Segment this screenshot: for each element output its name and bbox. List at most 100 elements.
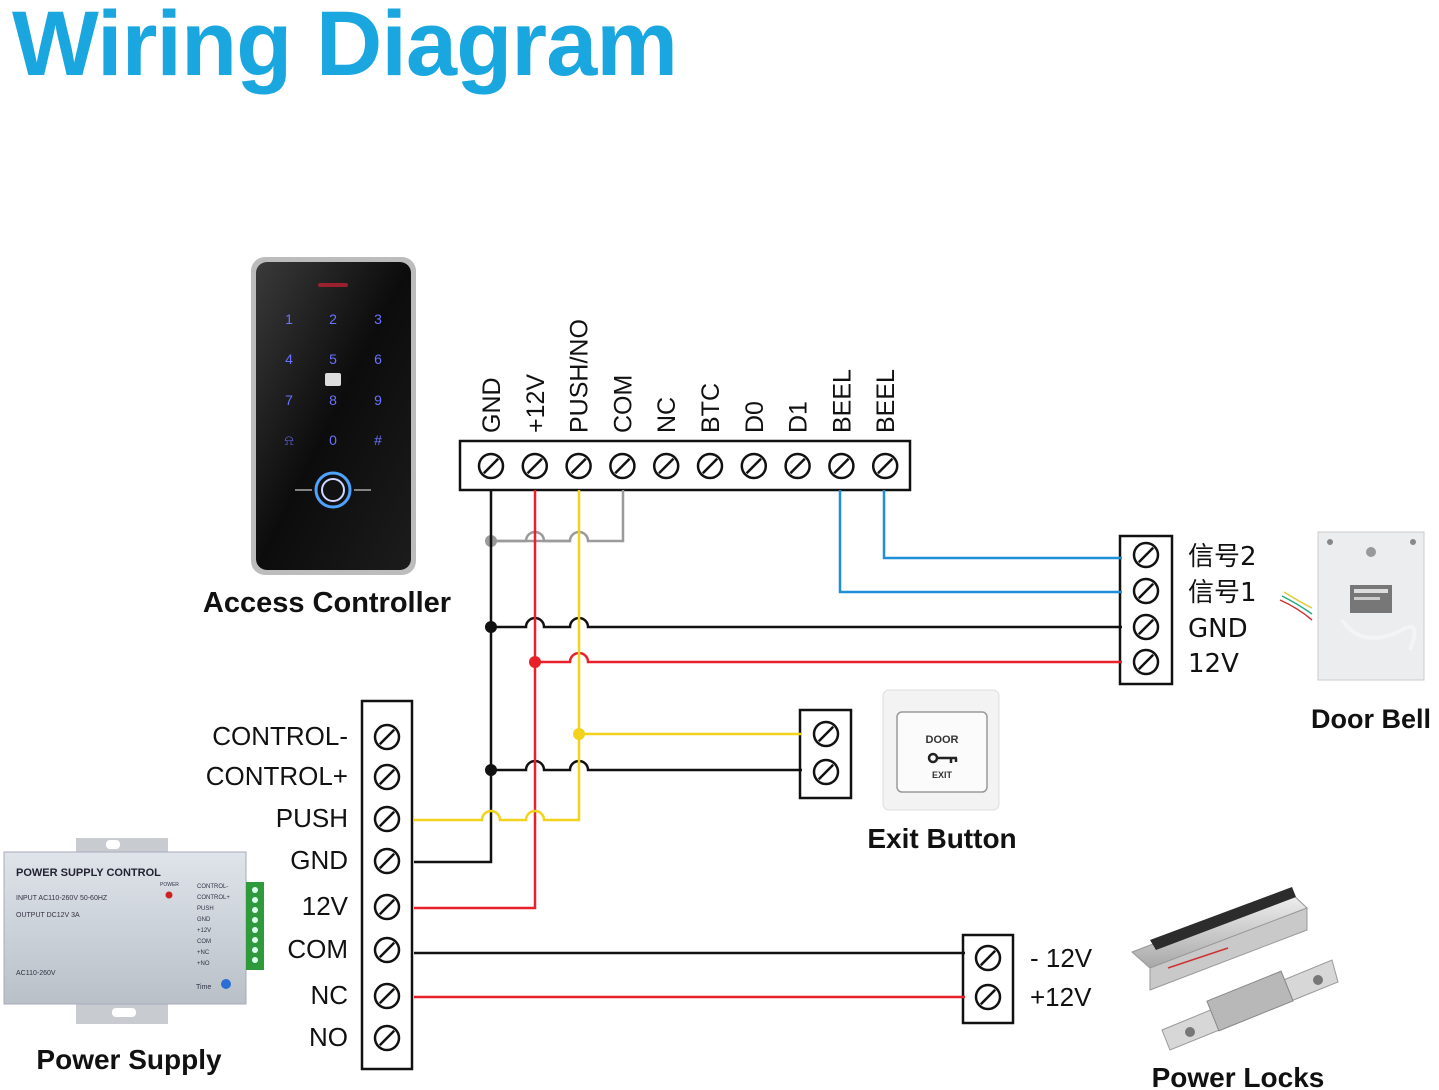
controller-terminal-screw [521,452,549,480]
junction-dot [529,656,541,668]
power-supply-terminal-screw [373,893,401,921]
svg-text:+NC: +NC [197,950,210,956]
power-supply-label: Power Supply [36,1044,222,1075]
keypad-face [256,262,411,570]
power-locks: - 12V+12V Power Locks [961,887,1339,1090]
svg-text:INPUT AC110-260V 50-60HZ: INPUT AC110-260V 50-60HZ [16,895,108,902]
doorbell-terminal-label: 信号2 [1188,542,1257,572]
doorbell-terminal-screw [1132,577,1160,605]
power-supply-terminal-screw [373,982,401,1010]
time-knob-icon [221,979,231,989]
wire-black-gnd [414,490,493,864]
svg-text:Time: Time [196,984,211,991]
exit-button-terminal-screw [812,758,840,786]
exit-button-label: Exit Button [867,823,1016,854]
wire-red-bell-12v [535,651,1122,664]
keypad-key: 9 [374,392,382,408]
power-supply-terminal-screw [373,805,401,833]
power-led-icon [165,891,173,899]
junction-dot [485,764,497,776]
controller-terminal-label: D1 [785,401,813,433]
svg-text:DOOR: DOOR [926,734,959,746]
magnetic-lock-icon [1131,887,1308,991]
svg-text:PUSH: PUSH [197,906,214,912]
keypad-key: 7 [285,392,293,408]
exit-button: DOOR EXIT Exit Button [798,689,1017,854]
controller-terminal-label: BEEL [828,369,856,433]
power-supply-terminal-label: NO [309,1022,348,1052]
power-locks-label: Power Locks [1152,1062,1325,1090]
controller-terminal-screw [784,452,811,480]
exit-button-terminal-screw [812,720,840,748]
fingerprint-sensor-icon [314,471,352,509]
controller-terminal-label: BTC [697,383,725,433]
controller-terminal-label: PUSH/NO [566,319,594,433]
keypad-key: 6 [374,351,382,367]
svg-text:CONTROL-: CONTROL- [197,884,228,890]
wire-black-bell-gnd [491,616,1122,629]
junction-dot [573,728,585,740]
controller-terminal-screw [652,452,680,480]
svg-text:GND: GND [197,917,211,923]
power-supply-terminal-screw [373,936,401,964]
svg-text:+NO: +NO [197,961,210,967]
wire-gray-hop [491,530,570,543]
power-supply-terminal-screw [373,1024,401,1052]
keypad-key: 3 [374,311,382,327]
doorbell-terminal-label: 信号1 [1188,578,1257,608]
keypad-key: 1 [285,311,293,327]
svg-text:EXIT: EXIT [932,770,953,780]
controller-terminal-screw [696,452,724,480]
controller-terminal-screw [565,452,592,480]
keypad-key: # [374,432,382,448]
svg-text:+12V: +12V [197,928,211,934]
power-supply-terminal-screw [373,723,401,751]
controller-terminal-screw [828,452,855,480]
junction-dot [485,621,497,633]
doorbell-terminal-screw [1132,541,1160,569]
power-supply-terminal-block [360,699,414,1071]
wire-black-exit [491,759,802,772]
svg-text:POWER: POWER [160,882,179,888]
keypad-key: 8 [329,392,337,408]
power-supply-terminal-screw [373,847,401,875]
wire-red-12v [414,490,537,910]
access-controller-label: Access Controller [203,587,451,619]
controller-terminal-screw [609,452,636,480]
power-supply-terminal-label: 12V [302,891,349,921]
controller-terminal-label: NC [653,397,681,433]
controller-terminal-label: COM [609,375,637,433]
wire-blue-bell-1 [838,490,1122,594]
doorbell-terminal-label: 12V [1188,649,1239,679]
controller-terminal-screw [740,452,768,480]
card-reader-icon [325,373,341,386]
controller-terminal-screw [871,452,899,480]
power-lock-terminal-screw [974,983,1002,1011]
power-supply-terminal-label: CONTROL+ [206,761,348,791]
wire-blue-bell-2 [882,490,1122,560]
controller-terminal-label: BEEL [872,369,900,433]
controller-terminal-label: D0 [741,401,769,433]
page-title: Wiring Diagram [12,0,678,95]
power-supply-terminal-label: COM [287,934,348,964]
power-supply-device-icon [3,851,247,1005]
keypad-key: 2 [329,311,337,327]
doorbell-terminal-screw [1132,613,1160,641]
controller-terminal-screw [477,452,505,480]
keypad-key: 0 [329,432,337,448]
svg-text:COM: COM [197,939,211,945]
keypad-key: 5 [329,351,337,367]
power-supply-terminal-label: CONTROL- [212,721,348,751]
keypad-led-icon [318,283,348,287]
svg-text:OUTPUT DC12V 3A: OUTPUT DC12V 3A [16,912,80,919]
wire-gray-gnd-com [491,490,625,543]
power-lock-terminal-screw [974,944,1002,972]
doorbell-terminal-label: GND [1188,614,1248,644]
power-supply-terminal-label: PUSH [276,803,348,833]
svg-text:POWER SUPPLY CONTROL: POWER SUPPLY CONTROL [16,867,161,879]
